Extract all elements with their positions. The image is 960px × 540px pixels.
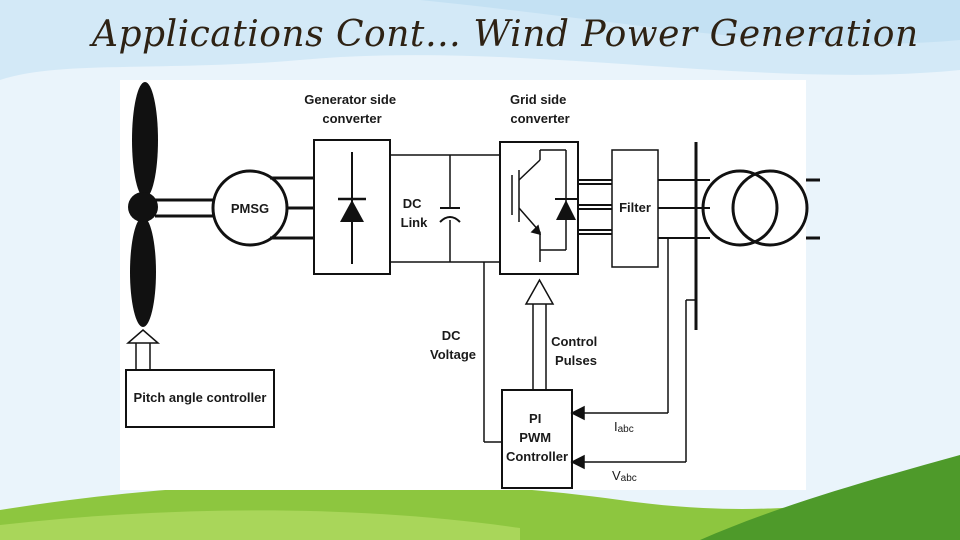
control-pulses-arrow-icon	[524, 278, 555, 390]
pitch-angle-controller-box	[125, 369, 275, 428]
capacitor-icon	[439, 207, 461, 223]
slide-title: Applications Cont… Wind Power Generation	[92, 14, 919, 55]
vabc-feedback-line	[570, 299, 696, 470]
control-pulses-label: Control Pulses	[551, 334, 601, 368]
vabc-label: Vabc	[612, 468, 637, 484]
generator-side-converter-label: Generator side converter	[304, 92, 399, 126]
dc-voltage-feedback-line	[483, 262, 502, 443]
pmsg-output-lines	[270, 176, 314, 240]
dc-link-bus	[390, 154, 500, 263]
filter-box	[611, 149, 659, 268]
diagram-panel	[120, 80, 806, 490]
iabc-label: Iabc	[614, 419, 634, 435]
grid-side-converter-label: Grid side converter	[510, 92, 570, 126]
diode-icon	[338, 152, 366, 264]
pwm-controller-box	[501, 389, 573, 489]
igbt-icon	[511, 149, 577, 262]
grass-hill-dark	[700, 455, 960, 540]
pwm-controller-label: PI PWM Controller	[506, 411, 568, 464]
dc-link-label: DC Link	[401, 196, 428, 230]
pitch-up-arrow-icon	[125, 329, 161, 370]
converter-filter-lines	[578, 179, 612, 235]
grass-hill-front	[0, 510, 520, 540]
turbine-blades-icon	[128, 82, 158, 327]
dc-voltage-label: DC Voltage	[430, 328, 476, 362]
transformer-icon	[701, 169, 820, 247]
iabc-feedback-line	[570, 238, 669, 421]
pitch-angle-controller-label: Pitch angle controller	[134, 390, 267, 405]
filter-bus-lines	[658, 179, 710, 239]
filter-label: Filter	[619, 200, 651, 215]
pmsg-label: PMSG	[231, 201, 269, 216]
